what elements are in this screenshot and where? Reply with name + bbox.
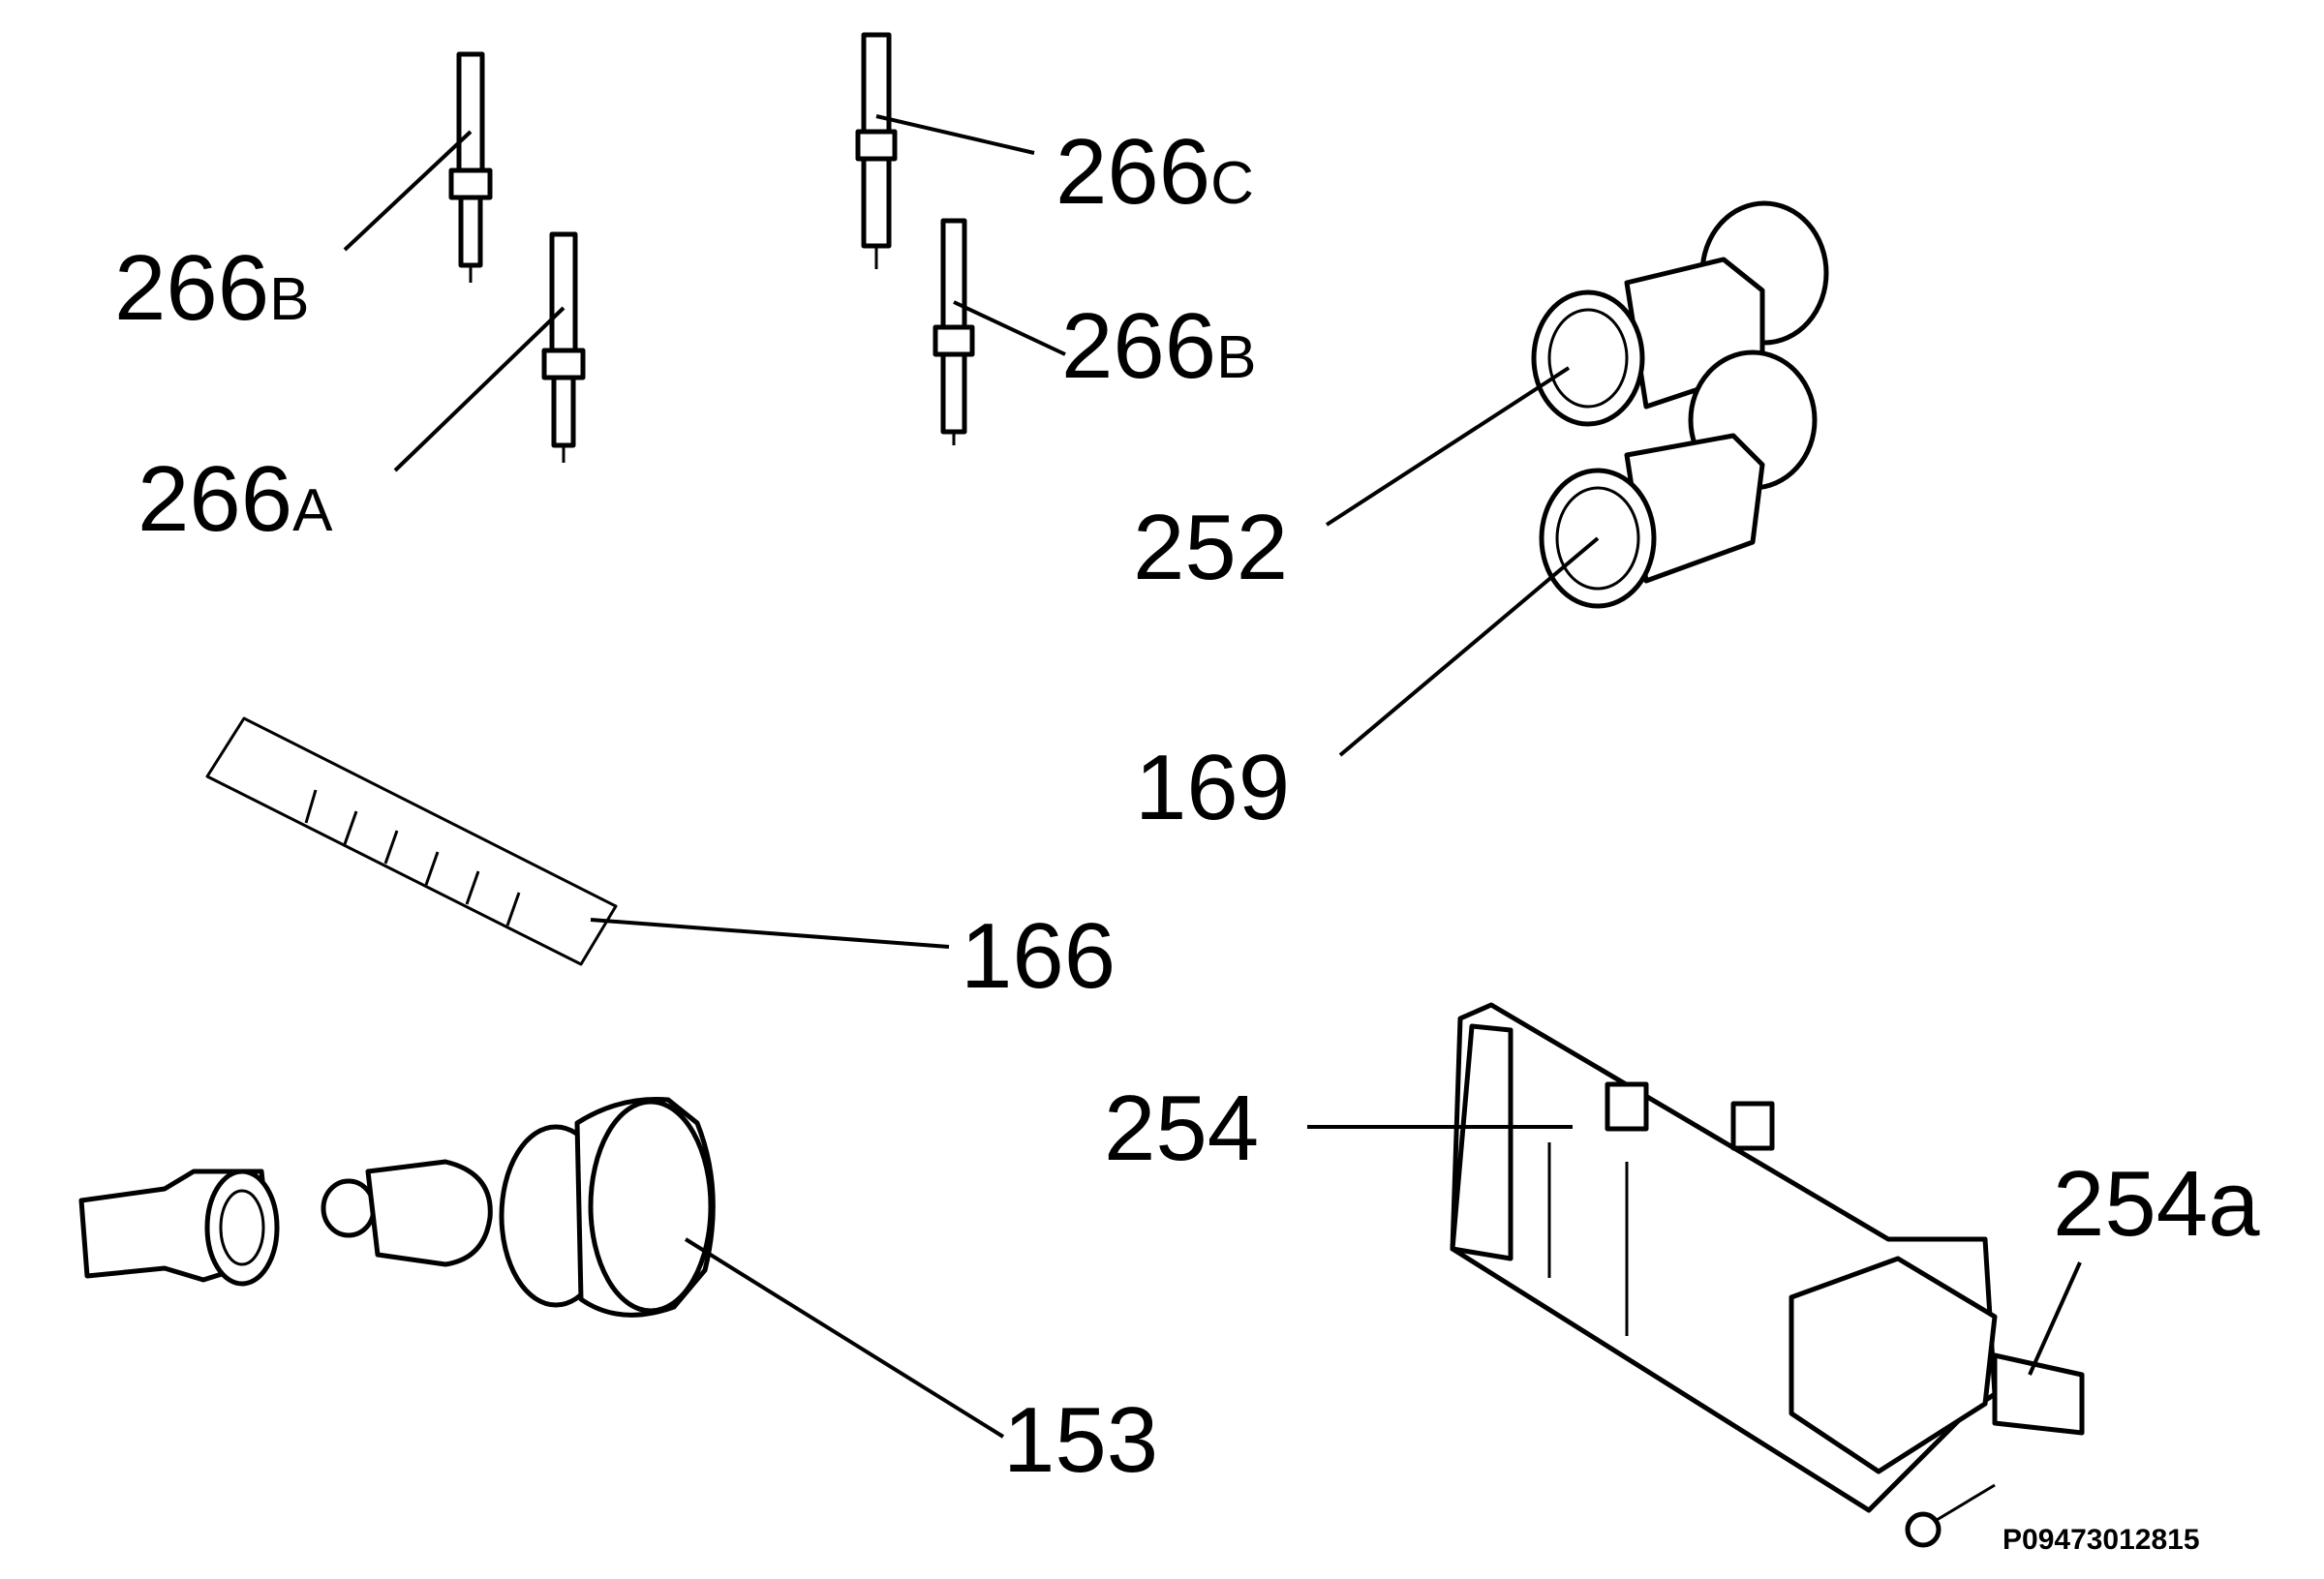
callout-252: 252: [1133, 496, 1288, 599]
lamp-holder: [78, 1169, 280, 1287]
insulating-strip-166: [205, 716, 618, 966]
electrode-266b-right: [933, 218, 975, 445]
leader-266b-right: [953, 300, 1066, 356]
lamp-cover-153: [499, 1097, 716, 1318]
leader-266b-left: [343, 130, 473, 252]
leader-266a: [393, 306, 566, 472]
electrode-266a: [541, 231, 586, 463]
leader-254a: [2028, 1261, 2082, 1376]
leader-lines: [343, 114, 2082, 1439]
callout-254: 254: [1104, 1077, 1259, 1180]
leader-252: [1325, 366, 1571, 527]
leader-266c: [875, 114, 1035, 155]
callout-266c: 266C: [1055, 120, 1254, 224]
callout-254a: 254a: [2053, 1152, 2260, 1256]
callout-266b-right: 266B: [1061, 294, 1257, 398]
callout-153: 153: [1003, 1388, 1158, 1492]
electrode-266c: [855, 32, 898, 269]
electrode-266b-left: [448, 51, 493, 283]
leader-169: [1338, 536, 1600, 757]
callout-266b-left: 266B: [114, 236, 310, 340]
callout-169: 169: [1135, 736, 1290, 839]
spark-generator-254: [1450, 1002, 2085, 1548]
callout-166: 166: [961, 904, 1116, 1008]
leader-153: [684, 1237, 1005, 1439]
leader-166: [590, 918, 950, 949]
lamp-bulb: [321, 1159, 493, 1267]
reference-code: P09473012815: [2003, 1524, 2200, 1556]
callout-266a: 266A: [138, 447, 333, 551]
